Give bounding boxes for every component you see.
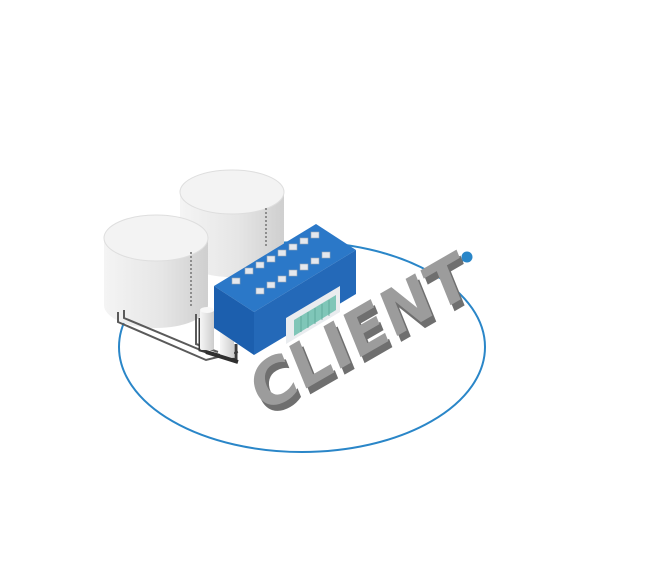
building-roof [214, 224, 356, 312]
storage-tank-front [103, 214, 209, 328]
roof-vents [231, 231, 331, 295]
building-front [214, 286, 254, 355]
building-side [254, 250, 356, 355]
factory-building [214, 224, 356, 355]
ring-endpoint-dot [461, 251, 473, 263]
